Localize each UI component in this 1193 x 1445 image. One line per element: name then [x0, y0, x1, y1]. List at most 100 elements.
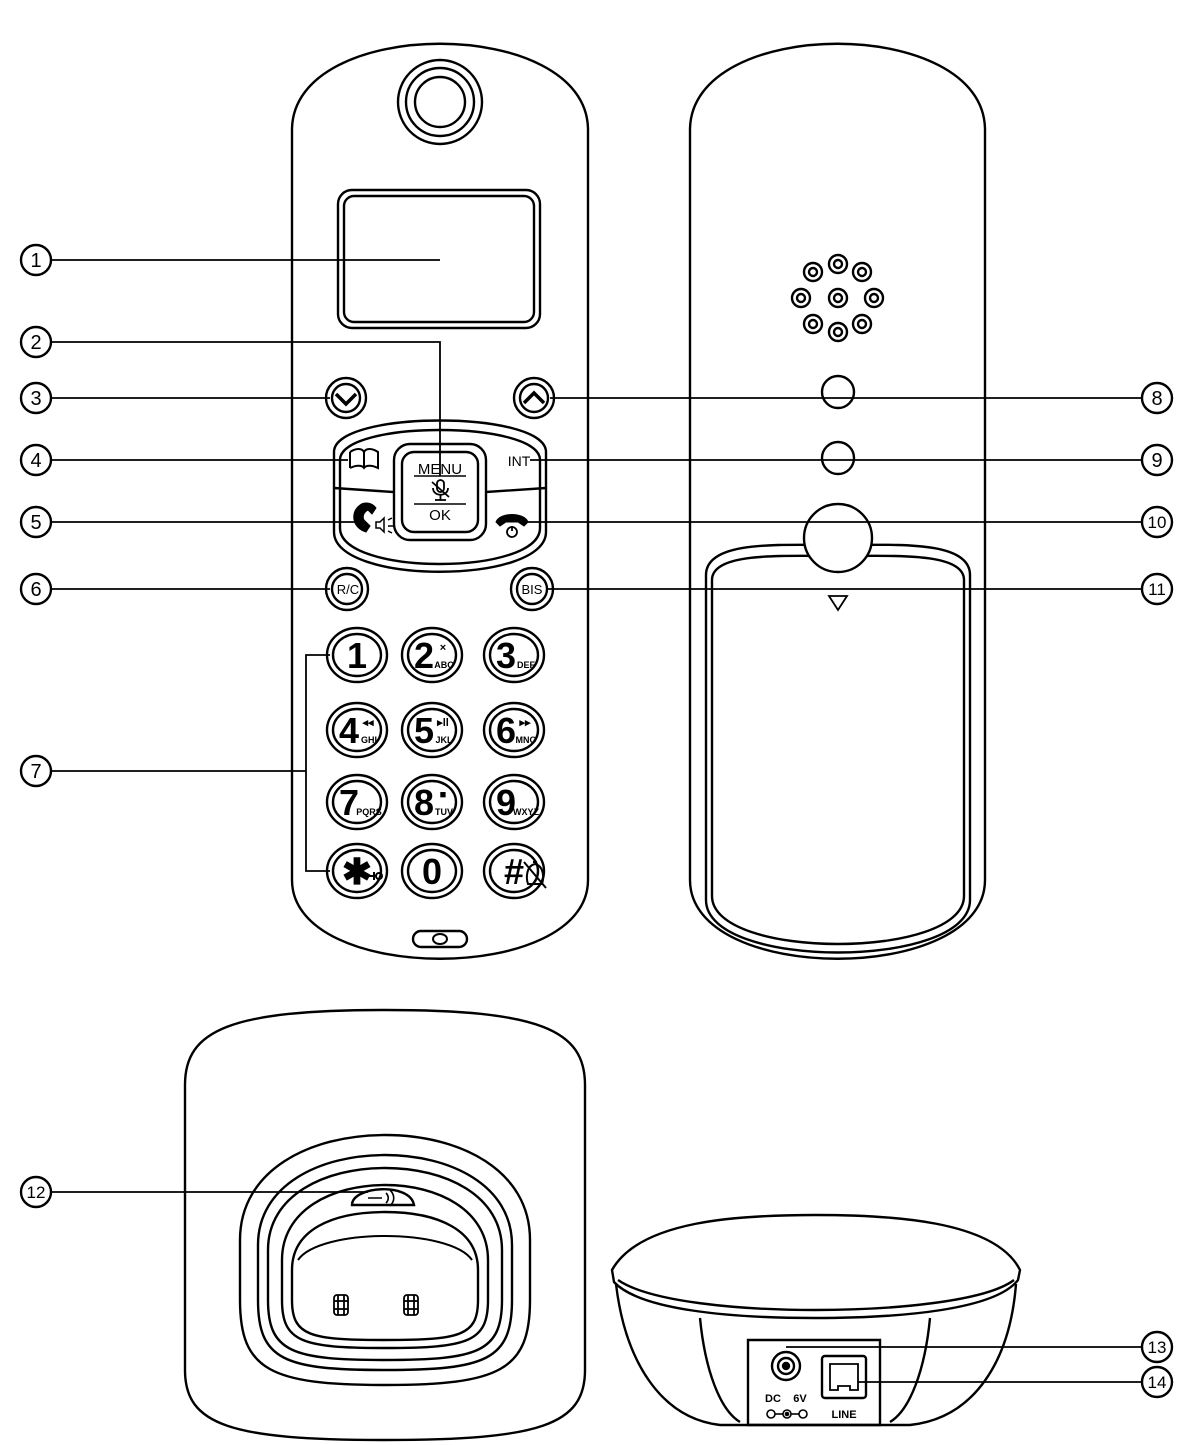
- key-5-button[interactable]: [400, 701, 464, 759]
- key-main-label: 9: [496, 782, 516, 823]
- callout-10: [1140, 505, 1174, 539]
- menu-label: MENU: [418, 461, 462, 478]
- chevron-down-icon: [334, 392, 358, 407]
- callout-1: [19, 243, 53, 277]
- int-button-label: INT: [508, 453, 531, 469]
- key-letters-label: ABC: [434, 660, 454, 670]
- polarity-symbol-icon: [766, 1409, 808, 1419]
- callout-number: 9: [1151, 450, 1162, 472]
- key-main-label: 7: [339, 782, 359, 823]
- key-6-button[interactable]: [482, 701, 546, 759]
- volt-label: 6V: [793, 1393, 807, 1405]
- callout-7: [19, 754, 53, 788]
- battery-cover-latch: [802, 502, 874, 574]
- key-media-icon: ▸▸: [518, 717, 531, 729]
- callout-4: [19, 443, 53, 477]
- callout-8: [1140, 381, 1174, 415]
- callout-3: [19, 381, 53, 415]
- dc-power-jack[interactable]: [770, 1350, 802, 1382]
- key-main-label: 3: [496, 635, 516, 676]
- speaker-hole: [802, 313, 824, 335]
- base-rear-top: [610, 1213, 1022, 1320]
- key-9-button[interactable]: [482, 773, 546, 831]
- speaker-hole: [827, 321, 849, 343]
- callout-number: 11: [1148, 580, 1166, 599]
- callout-number: 6: [30, 579, 41, 601]
- key-7-button[interactable]: [325, 773, 389, 831]
- key-main-label: #: [504, 851, 524, 892]
- key-main-label: 2: [414, 635, 434, 676]
- key-letters-label: PQRS: [356, 807, 382, 817]
- key-letters-label: GHI: [361, 735, 377, 745]
- key-2-button[interactable]: [400, 626, 464, 684]
- line-jack[interactable]: [820, 1354, 868, 1400]
- charging-contacts: [333, 1294, 419, 1316]
- battery-cover: [704, 543, 972, 954]
- speaker-hole: [851, 261, 873, 283]
- base-rear-body: [614, 1283, 1018, 1427]
- mute-mic-icon: [431, 479, 450, 501]
- key-lock-icon: [368, 872, 384, 880]
- callout-number: 10: [1148, 513, 1167, 532]
- paging-icon: [368, 1189, 395, 1207]
- key-12-button[interactable]: [482, 842, 546, 900]
- charge-contact-1: [820, 374, 856, 410]
- ok-label: OK: [429, 507, 451, 524]
- key-media-icon: ▸ll: [436, 717, 449, 729]
- speaker-hole: [790, 287, 812, 309]
- handset-front: [290, 42, 590, 960]
- callout-number: 12: [27, 1183, 46, 1202]
- chevron-up-icon: [522, 390, 546, 405]
- callout-number: 5: [30, 512, 41, 534]
- phonebook-icon: [349, 448, 379, 470]
- key-8-button[interactable]: [400, 773, 464, 831]
- callout-number: 3: [30, 388, 41, 410]
- callout-9: [1140, 443, 1174, 477]
- key-media-icon: ◂◂: [361, 717, 374, 729]
- earpiece: [396, 58, 484, 146]
- speaker-hole: [863, 287, 885, 309]
- end-call-icon: [495, 514, 529, 527]
- display-screen: [336, 188, 542, 330]
- line-label: LINE: [831, 1409, 856, 1421]
- paging-button[interactable]: [350, 1188, 416, 1207]
- base-station-rear: [610, 1213, 1022, 1427]
- handset-back-body: [688, 42, 987, 960]
- nav-cluster-outline: [332, 419, 548, 573]
- callout-number: 14: [1148, 1373, 1167, 1392]
- key-3-button[interactable]: [482, 626, 546, 684]
- ringer-off-icon: [523, 861, 547, 889]
- key-main-label: 1: [347, 635, 367, 676]
- key-main-label: 0: [422, 851, 442, 892]
- key-11-button[interactable]: [400, 842, 464, 900]
- key-4-button[interactable]: [325, 701, 389, 759]
- base-station-top: [183, 1008, 587, 1442]
- key-media-icon: ■: [440, 789, 447, 801]
- callout-6: [19, 572, 53, 606]
- callout-number: 4: [30, 450, 41, 472]
- key-letters-label: JKL: [435, 735, 453, 745]
- cradle-well: [290, 1210, 480, 1342]
- speaker-hole: [827, 287, 849, 309]
- key-main-label: 5: [414, 710, 434, 751]
- callout-14: [1140, 1365, 1174, 1399]
- callout-number: 7: [30, 761, 41, 783]
- speaker-grille: [790, 253, 885, 343]
- callout-leader-lines: [51, 259, 1141, 1383]
- key-letters-label: MNO: [516, 735, 537, 745]
- bis-button-label: BIS: [522, 582, 543, 597]
- callout-number: 8: [1151, 388, 1162, 410]
- callout-5: [19, 505, 53, 539]
- handset-front-body: [290, 42, 590, 960]
- callout-12: [19, 1175, 53, 1209]
- callout-number: 13: [1148, 1338, 1167, 1357]
- key-main-label: ✱: [342, 851, 372, 892]
- charge-contact-2: [820, 440, 856, 476]
- connector-panel: [746, 1338, 882, 1427]
- speaker-hole: [802, 261, 824, 283]
- callout-markers: [19, 243, 1174, 1399]
- rc-button-label: R/C: [337, 582, 359, 597]
